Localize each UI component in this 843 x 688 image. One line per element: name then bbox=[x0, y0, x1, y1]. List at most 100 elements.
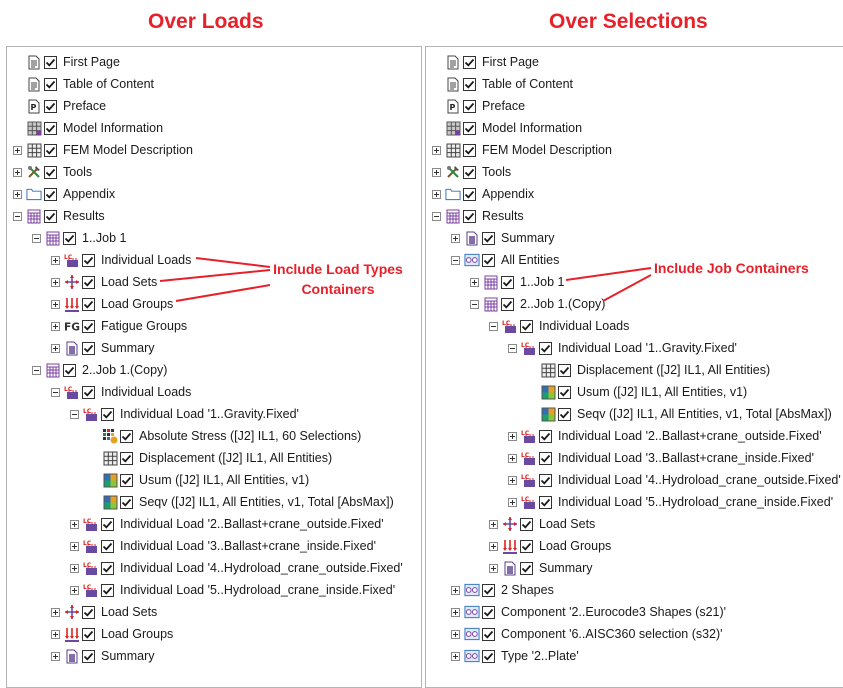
checkbox[interactable] bbox=[463, 165, 476, 179]
checkbox[interactable] bbox=[482, 231, 495, 245]
tree-row-type-2-plate[interactable]: Type '2..Plate' bbox=[451, 645, 579, 667]
checkbox[interactable] bbox=[558, 385, 571, 399]
tree-row-appendix[interactable]: Appendix bbox=[13, 183, 115, 205]
expand-icon[interactable] bbox=[432, 145, 441, 155]
tree-row-tools[interactable]: Tools bbox=[432, 161, 511, 183]
checkbox[interactable] bbox=[120, 495, 133, 509]
checkbox[interactable] bbox=[463, 55, 476, 69]
tree-row-load-groups[interactable]: Load Groups bbox=[51, 623, 173, 645]
checkbox[interactable] bbox=[482, 583, 495, 597]
checkbox[interactable] bbox=[558, 363, 571, 377]
expand-icon[interactable] bbox=[70, 541, 79, 551]
collapse-icon[interactable] bbox=[51, 387, 60, 397]
checkbox[interactable] bbox=[82, 275, 95, 289]
tree-row-tools[interactable]: Tools bbox=[13, 161, 92, 183]
checkbox[interactable] bbox=[482, 605, 495, 619]
checkbox[interactable] bbox=[82, 605, 95, 619]
tree-row-load-groups[interactable]: Load Groups bbox=[489, 535, 611, 557]
expand-icon[interactable] bbox=[489, 541, 498, 551]
collapse-icon[interactable] bbox=[32, 233, 41, 243]
tree-row-displacement-j2-il1-all-entities[interactable]: Displacement ([J2] IL1, All Entities) bbox=[89, 447, 332, 469]
tree-row-first-page[interactable]: First Page bbox=[432, 51, 539, 73]
expand-icon[interactable] bbox=[13, 145, 22, 155]
checkbox[interactable] bbox=[44, 77, 57, 91]
checkbox[interactable] bbox=[120, 473, 133, 487]
tree-row-component-6-aisc360-selection-s32[interactable]: Component '6..AISC360 selection (s32)' bbox=[451, 623, 723, 645]
checkbox[interactable] bbox=[44, 121, 57, 135]
tree-row-1-job-1[interactable]: 1..Job 1 bbox=[470, 271, 564, 293]
checkbox[interactable] bbox=[82, 385, 95, 399]
checkbox[interactable] bbox=[120, 429, 133, 443]
checkbox[interactable] bbox=[520, 561, 533, 575]
checkbox[interactable] bbox=[463, 187, 476, 201]
tree-row-1-job-1[interactable]: 1..Job 1 bbox=[32, 227, 126, 249]
tree-row-usum-j2-il1-all-entities-v1[interactable]: Usum ([J2] IL1, All Entities, v1) bbox=[527, 381, 747, 403]
expand-icon[interactable] bbox=[51, 277, 60, 287]
checkbox[interactable] bbox=[463, 209, 476, 223]
checkbox[interactable] bbox=[101, 561, 114, 575]
expand-icon[interactable] bbox=[70, 585, 79, 595]
tree-row-2-job-1-copy[interactable]: 2..Job 1.(Copy) bbox=[32, 359, 167, 381]
checkbox[interactable] bbox=[44, 187, 57, 201]
checkbox[interactable] bbox=[482, 649, 495, 663]
tree-row-first-page[interactable]: First Page bbox=[13, 51, 120, 73]
expand-icon[interactable] bbox=[432, 189, 441, 199]
expand-icon[interactable] bbox=[51, 343, 60, 353]
checkbox[interactable] bbox=[44, 99, 57, 113]
tree-row-seqv-j2-il1-all-entities-v1-total-absmax[interactable]: Seqv ([J2] IL1, All Entities, v1, Total … bbox=[527, 403, 832, 425]
expand-icon[interactable] bbox=[51, 255, 60, 265]
checkbox[interactable] bbox=[558, 407, 571, 421]
checkbox[interactable] bbox=[520, 539, 533, 553]
checkbox[interactable] bbox=[463, 77, 476, 91]
checkbox[interactable] bbox=[82, 627, 95, 641]
tree-row-usum-j2-il1-all-entities-v1[interactable]: Usum ([J2] IL1, All Entities, v1) bbox=[89, 469, 309, 491]
checkbox[interactable] bbox=[120, 451, 133, 465]
checkbox[interactable] bbox=[539, 473, 552, 487]
expand-icon[interactable] bbox=[508, 453, 517, 463]
expand-icon[interactable] bbox=[70, 563, 79, 573]
expand-icon[interactable] bbox=[451, 651, 460, 661]
collapse-icon[interactable] bbox=[70, 409, 79, 419]
tree-row-load-sets[interactable]: Load Sets bbox=[51, 601, 157, 623]
tree-row-table-of-content[interactable]: Table of Content bbox=[13, 73, 154, 95]
checkbox[interactable] bbox=[82, 341, 95, 355]
expand-icon[interactable] bbox=[508, 431, 517, 441]
checkbox[interactable] bbox=[539, 341, 552, 355]
tree-row-summary[interactable]: Summary bbox=[51, 337, 154, 359]
checkbox[interactable] bbox=[82, 319, 95, 333]
checkbox[interactable] bbox=[482, 253, 495, 267]
collapse-icon[interactable] bbox=[470, 299, 479, 309]
expand-icon[interactable] bbox=[451, 585, 460, 595]
checkbox[interactable] bbox=[82, 297, 95, 311]
tree-row-fem-model-description[interactable]: FEM Model Description bbox=[432, 139, 612, 161]
tree-row-all-entities[interactable]: All Entities bbox=[451, 249, 559, 271]
expand-icon[interactable] bbox=[51, 607, 60, 617]
checkbox[interactable] bbox=[520, 319, 533, 333]
checkbox[interactable] bbox=[101, 539, 114, 553]
checkbox[interactable] bbox=[101, 517, 114, 531]
tree-row-summary[interactable]: Summary bbox=[51, 645, 154, 667]
tree-row-load-sets[interactable]: Load Sets bbox=[489, 513, 595, 535]
checkbox[interactable] bbox=[82, 649, 95, 663]
checkbox[interactable] bbox=[63, 363, 76, 377]
tree-row-component-2-eurocode3-shapes-s21[interactable]: Component '2..Eurocode3 Shapes (s21)' bbox=[451, 601, 726, 623]
checkbox[interactable] bbox=[44, 165, 57, 179]
expand-icon[interactable] bbox=[470, 277, 479, 287]
checkbox[interactable] bbox=[539, 495, 552, 509]
checkbox[interactable] bbox=[463, 121, 476, 135]
expand-icon[interactable] bbox=[508, 497, 517, 507]
